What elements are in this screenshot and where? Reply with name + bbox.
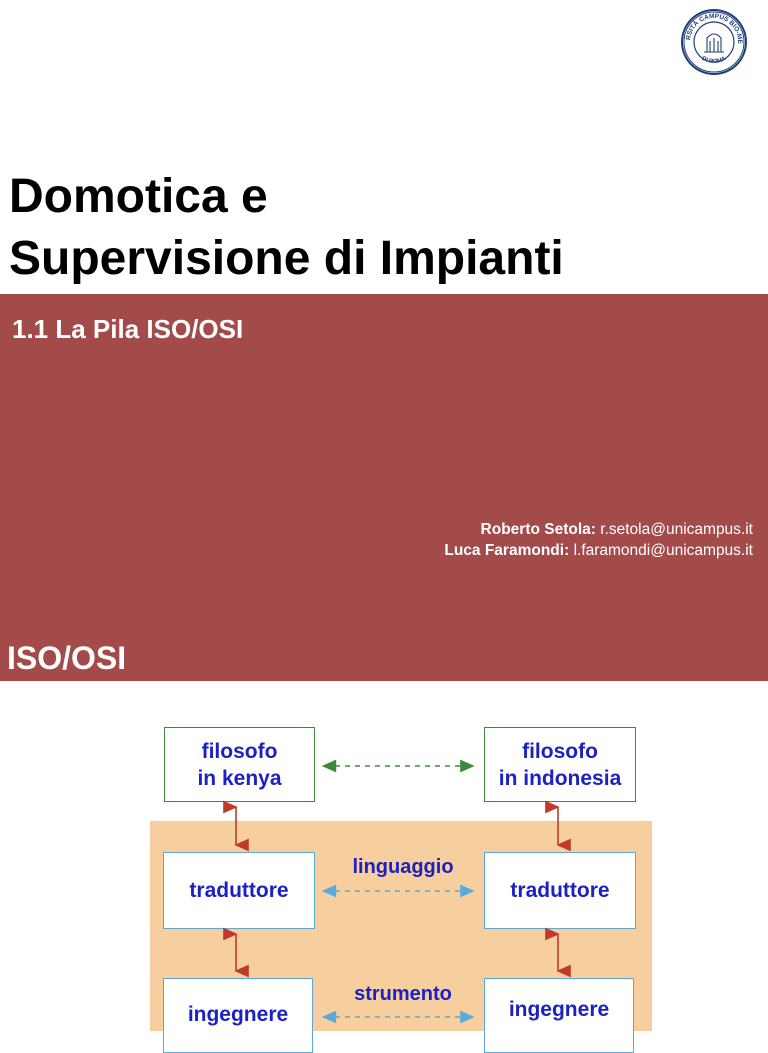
university-logo: UNIVERSITÀ CAMPUS BIO-MEDICO DI ROMA: [677, 3, 748, 76]
box-label: filosofo: [522, 739, 598, 763]
box-label: filosofo: [201, 739, 278, 763]
box-label: traduttore: [189, 879, 289, 902]
edge-label-tool: strumento: [354, 983, 452, 1005]
svg-text:DI ROMA: DI ROMA: [701, 55, 728, 65]
box-label: in kenya: [197, 766, 282, 790]
box-label: in indonesia: [498, 766, 622, 790]
box-label: ingegnere: [187, 1003, 289, 1026]
author-email[interactable]: r.setola@unicampus.it: [600, 521, 753, 538]
box-philosopher-indonesia: filosofo in indonesia: [484, 727, 636, 802]
box-label: ingegnere: [508, 998, 610, 1021]
authors-block: Roberto Setola: r.setola@unicampus.it Lu…: [444, 519, 753, 561]
section-title: ISO/OSI: [7, 640, 127, 676]
course-title-line-2: Supervisione di Impianti: [9, 232, 564, 285]
box-translator-left: traduttore: [163, 852, 315, 929]
course-title-line-1: Domotica e: [9, 170, 268, 223]
box-engineer-left: ingegnere: [163, 978, 313, 1053]
author-name: Roberto Setola:: [480, 521, 596, 538]
edge-label-language: linguaggio: [352, 856, 454, 878]
diagram-arrows: [223, 759, 571, 1024]
box-translator-right: traduttore: [484, 852, 636, 929]
title-band: [0, 294, 768, 681]
box-philosopher-kenya: filosofo in kenya: [164, 727, 315, 802]
author-email[interactable]: l.faramondi@unicampus.it: [573, 542, 753, 559]
author-line: Luca Faramondi: l.faramondi@unicampus.it: [444, 540, 753, 561]
communication-diagram: filosofo in kenya filosofo in indonesia …: [0, 681, 768, 1053]
lesson-title: 1.1 La Pila ISO/OSI: [12, 314, 244, 344]
box-label: traduttore: [510, 879, 610, 902]
author-name: Luca Faramondi:: [444, 542, 570, 559]
course-title: Domotica e Supervisione di Impianti: [9, 166, 564, 290]
author-line: Roberto Setola: r.setola@unicampus.it: [444, 519, 753, 540]
